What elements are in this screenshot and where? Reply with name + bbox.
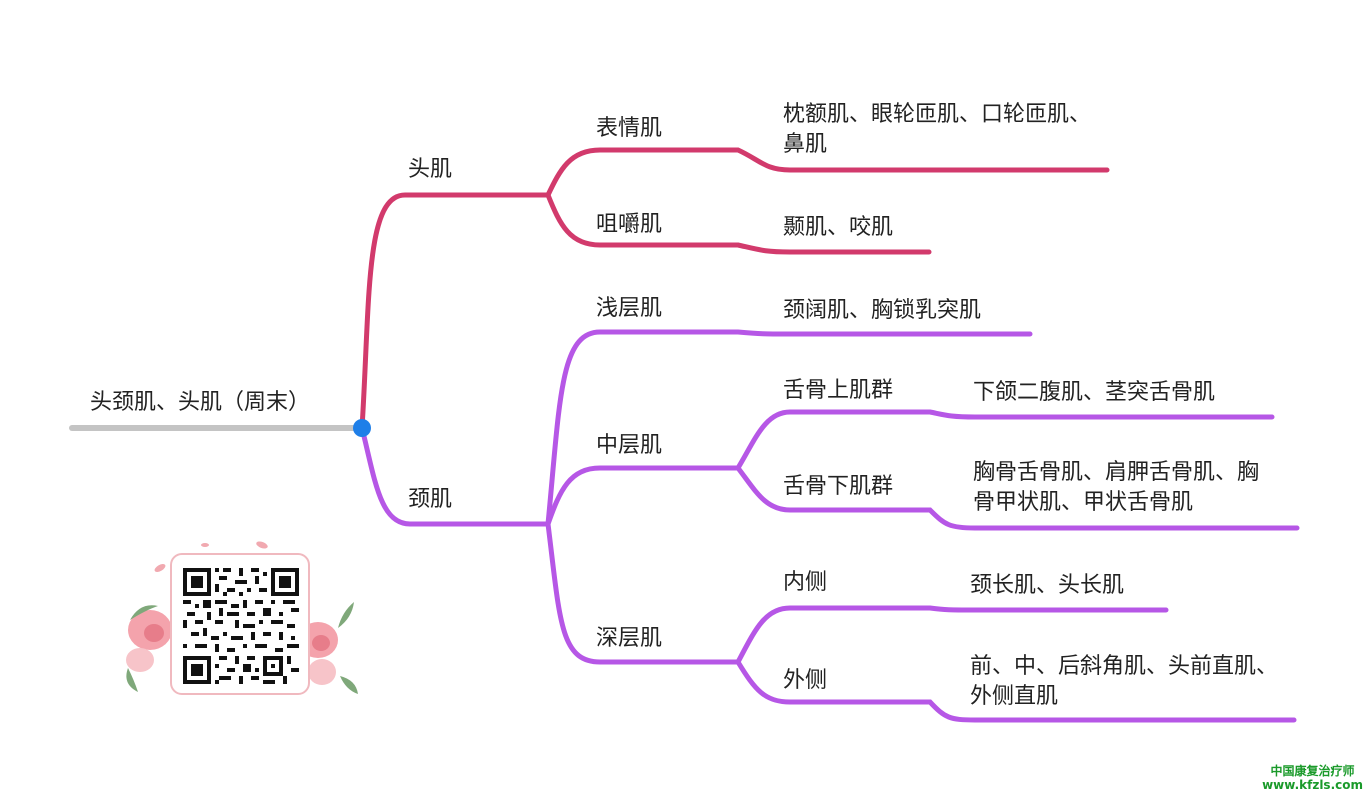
topic-neck-muscles[interactable]: 颈肌 [408, 487, 453, 512]
detail-lateral[interactable]: 前、中、后斜角肌、头前直肌、外侧直肌 [970, 654, 1279, 709]
root-topic[interactable]: 头颈肌、头肌（周末） [90, 390, 311, 415]
qr-code-card [170, 553, 310, 695]
topic-infrahyoid-group[interactable]: 舌骨下肌群 [783, 474, 894, 499]
detail-superficial-layer[interactable]: 颈阔肌、胸锁乳突肌 [783, 298, 982, 323]
topic-middle-layer[interactable]: 中层肌 [596, 433, 663, 458]
detail-suprahyoid-group[interactable]: 下颌二腹肌、茎突舌骨肌 [973, 380, 1216, 405]
topic-medial[interactable]: 内侧 [783, 570, 828, 595]
neck-branch-lines [359, 329, 1300, 723]
site-url: www.kfzls.com [1262, 778, 1363, 792]
topic-head-muscles[interactable]: 头肌 [408, 157, 453, 182]
detail-masticatory-muscles[interactable]: 颞肌、咬肌 [783, 215, 894, 240]
site-watermark: 中国康复治疗师 www.kfzls.com [1262, 764, 1363, 792]
topic-masticatory-muscles[interactable]: 咀嚼肌 [596, 212, 663, 237]
qr-code-image [183, 568, 299, 684]
flower-decoration [126, 541, 358, 694]
topic-deep-layer[interactable]: 深层肌 [596, 626, 663, 651]
head-branch-lines [359, 147, 1110, 431]
topic-superficial-layer[interactable]: 浅层肌 [596, 296, 663, 321]
topic-lateral[interactable]: 外侧 [783, 668, 828, 693]
site-name: 中国康复治疗师 [1270, 764, 1355, 778]
root-node-dot [353, 419, 371, 437]
topic-suprahyoid-group[interactable]: 舌骨上肌群 [783, 378, 894, 403]
topic-expression-muscles[interactable]: 表情肌 [596, 116, 663, 141]
detail-infrahyoid-group[interactable]: 胸骨舌骨肌、肩胛舌骨肌、胸骨甲状肌、甲状舌骨肌 [973, 460, 1260, 515]
detail-medial[interactable]: 颈长肌、头长肌 [970, 573, 1125, 598]
detail-expression-muscles[interactable]: 枕额肌、眼轮匝肌、口轮匝肌、鼻肌 [783, 102, 1092, 157]
